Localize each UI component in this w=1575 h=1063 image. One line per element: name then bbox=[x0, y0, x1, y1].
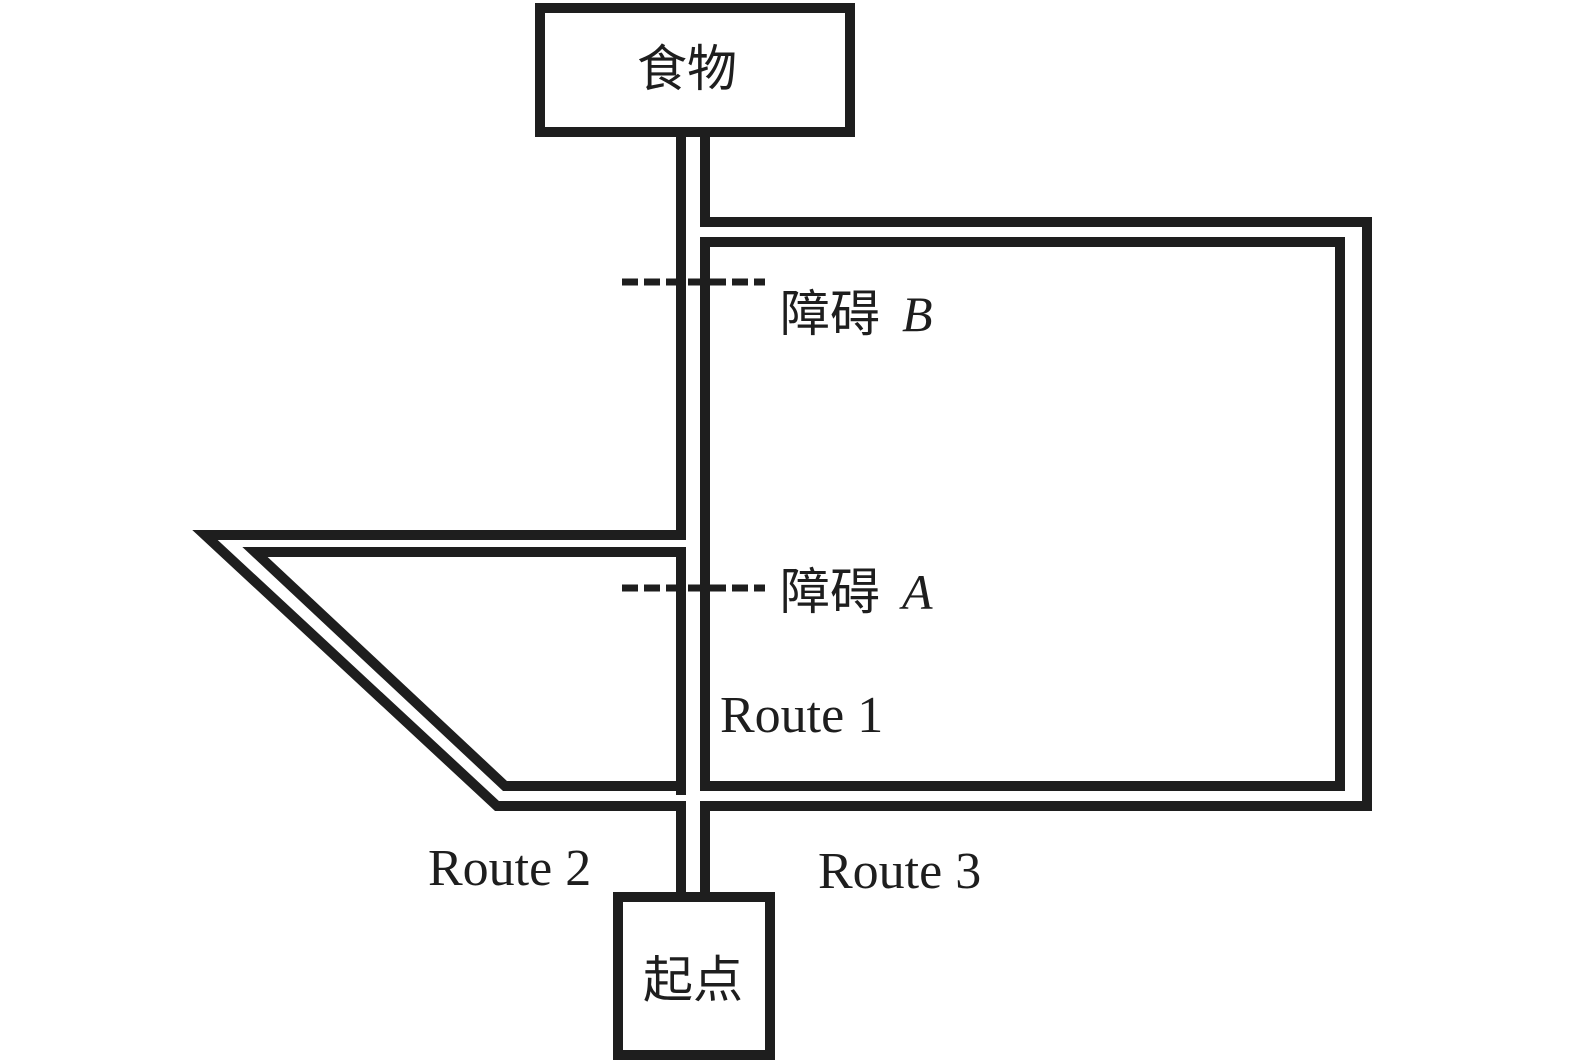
route-3-inner-wall bbox=[700, 237, 1345, 791]
obstacle-b-id: B bbox=[902, 286, 933, 342]
route-3-outer-wall bbox=[700, 127, 1372, 902]
route-1-label: Route 1 bbox=[720, 687, 884, 744]
route-3-label: Route 3 bbox=[818, 843, 982, 900]
food-label: 食物 bbox=[637, 40, 737, 98]
obstacle-a-id: A bbox=[902, 564, 933, 620]
route-2-outer-wall bbox=[192, 530, 686, 811]
route-2-label: Route 2 bbox=[428, 840, 592, 897]
food-box-outline bbox=[535, 3, 855, 137]
route-2-inner-wall bbox=[242, 547, 686, 791]
start-box-outline bbox=[613, 892, 775, 1060]
obstacle-b-text: 障碍 bbox=[780, 285, 880, 343]
start-label: 起点 bbox=[643, 951, 743, 1009]
obstacle-a-text: 障碍 bbox=[780, 563, 880, 621]
